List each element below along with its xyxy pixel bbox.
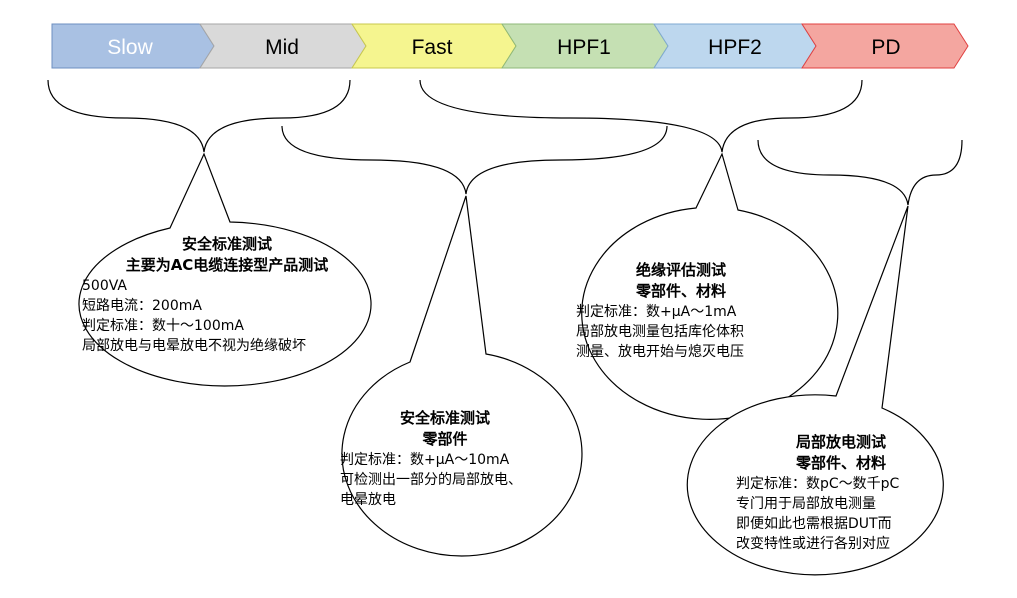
bubble-2-title-2: 零部件	[422, 430, 468, 448]
bubble-1-line-2: 短路电流：200mA	[82, 298, 202, 314]
bubble-2-line-2: 可检测出一部分的局部放电、	[340, 472, 522, 488]
bubble-3-title-1: 绝缘评估测试	[635, 261, 726, 279]
stage-hpf1: HPF1	[501, 23, 669, 69]
brace-slow-mid	[47, 79, 351, 153]
bubble-3-line-2: 局部放电测量包括库伦体积	[576, 324, 744, 340]
bubble-1-line-1: 500VA	[82, 278, 127, 294]
stage-hpf2: HPF2	[653, 23, 817, 69]
bubble-4-text: 局部放电测试 零部件、材料 判定标准：数pC～数千pC 专门用于局部放电测量 即…	[736, 432, 946, 554]
bubble-3-title-2: 零部件、材料	[635, 282, 726, 300]
bubble-2-text: 安全标准测试 零部件 判定标准：数+μA～10mA 可检测出一部分的局部放电、 …	[340, 408, 550, 510]
bubble-1-title-2: 主要为AC电缆连接型产品测试	[125, 256, 329, 274]
brace-mid-fast	[281, 125, 668, 195]
stage-bar: Slow Mid Fast HPF1 HPF2 PD	[51, 23, 969, 69]
callout-bubble-2	[341, 195, 583, 557]
callout-bubble-1	[78, 152, 372, 387]
stage-slow: Slow	[51, 23, 215, 69]
bubble-4-title-2: 零部件、材料	[795, 454, 886, 472]
bubble-1-title-1: 安全标准测试	[181, 235, 272, 253]
bubble-2-title-1: 安全标准测试	[399, 409, 490, 427]
stage-pd: PD	[801, 23, 969, 69]
bubble-3-line-3: 测量、放电开始与熄灭电压	[576, 344, 744, 360]
bubble-1-line-3: 判定标准：数十～100mA	[82, 318, 244, 334]
bubble-1-line-4: 局部放电与电晕放电不视为绝缘破坏	[82, 338, 306, 354]
brace-fast-hpf2	[419, 79, 863, 153]
callout-bubble-4	[686, 205, 944, 576]
bubble-4-line-4: 改变特性或进行各别对应	[736, 536, 890, 552]
stage-mid: Mid	[199, 23, 367, 69]
brace-pd	[757, 139, 963, 206]
stage-fast: Fast	[351, 23, 517, 69]
stage-pd-label: PD	[871, 36, 900, 59]
stage-pd-shape	[801, 23, 969, 69]
callout-bubble-3	[581, 152, 839, 420]
stage-hpf2-label: HPF2	[708, 36, 762, 59]
bubble-1-text: 安全标准测试 主要为AC电缆连接型产品测试 500VA 短路电流：200mA 判…	[82, 234, 372, 356]
bubble-3-line-1: 判定标准：数+μA～1mA	[576, 304, 737, 320]
bubble-3-text: 绝缘评估测试 零部件、材料 判定标准：数+μA～1mA 局部放电测量包括库伦体积…	[576, 260, 786, 362]
stage-mid-label: Mid	[265, 36, 299, 59]
bubble-4-line-3: 即便如此也需根据DUT而	[736, 516, 892, 532]
bubble-2-line-1: 判定标准：数+μA～10mA	[340, 452, 510, 468]
stage-slow-label: Slow	[107, 36, 153, 59]
bubble-4-line-2: 专门用于局部放电测量	[736, 496, 876, 512]
bubble-4-line-1: 判定标准：数pC～数千pC	[736, 476, 900, 492]
bubble-2-line-3: 电晕放电	[340, 492, 396, 508]
bubble-4-title-1: 局部放电测试	[795, 433, 886, 451]
stage-hpf1-label: HPF1	[557, 36, 611, 59]
stage-fast-label: Fast	[412, 36, 453, 59]
